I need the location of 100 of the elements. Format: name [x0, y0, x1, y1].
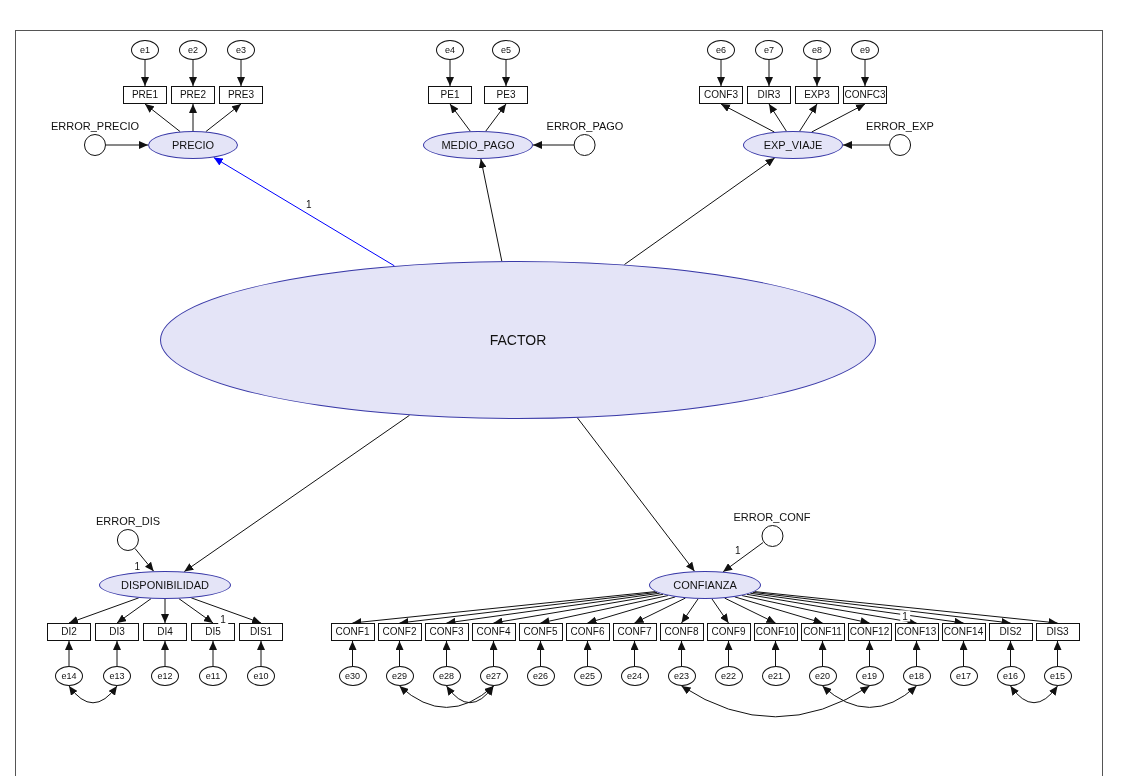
observed-variable-box: EXP3 [795, 86, 839, 104]
error-term-circle: e26 [526, 666, 555, 686]
covariance-arrow [399, 685, 494, 708]
path-arrow [630, 640, 639, 667]
path-arrow [717, 59, 725, 87]
path-arrow [485, 103, 507, 132]
path-arrow [449, 103, 471, 132]
observed-variable-box: CONF5 [518, 623, 563, 641]
path-arrow [861, 59, 869, 87]
path-arrow [536, 640, 545, 667]
error-term-circle: e29 [385, 666, 414, 686]
observed-variable-box: CONF14 [941, 623, 986, 641]
covariance-arrow [68, 685, 118, 704]
edge-label: 1 [900, 610, 910, 622]
path-arrow [734, 596, 823, 625]
path-arrow [502, 59, 510, 87]
disturbance-label: ERROR_DIS [93, 515, 163, 527]
path-arrow [205, 103, 242, 133]
path-arrow [677, 640, 686, 667]
path-arrow [442, 640, 451, 667]
path-arrow [583, 640, 592, 667]
error-term-circle: e20 [808, 666, 837, 686]
observed-variable-box: CONF6 [565, 623, 610, 641]
path-arrow [711, 598, 729, 624]
error-term-circle: e10 [247, 666, 275, 686]
error-term-circle: e16 [996, 666, 1025, 686]
path-arrow [189, 103, 197, 132]
path-arrow [105, 141, 149, 149]
observed-variable-box: CONFC3 [843, 86, 887, 104]
observed-variable-box: PE3 [484, 86, 528, 104]
path-arrow [741, 595, 870, 625]
error-term-circle: e17 [949, 666, 978, 686]
observed-variable-box: CONF3 [699, 86, 743, 104]
path-arrow [395, 640, 404, 667]
path-arrow [540, 595, 669, 625]
error-term-circle: e5 [492, 40, 520, 60]
observed-variable-box: DI5 [191, 623, 235, 641]
path-arrow [257, 640, 265, 667]
path-arrow [799, 103, 818, 132]
observed-variable-box: DIS3 [1035, 623, 1080, 641]
observed-variable-box: CONF12 [847, 623, 892, 641]
observed-variable-box: PRE3 [219, 86, 263, 104]
covariance-arrow [822, 685, 917, 708]
error-term-circle: e9 [851, 40, 879, 60]
path-arrow [771, 640, 780, 667]
observed-variable-box: CONF11 [800, 623, 845, 641]
path-arrow [183, 414, 411, 573]
error-term-circle: e30 [338, 666, 367, 686]
error-term-circle: e15 [1043, 666, 1072, 686]
observed-variable-box: CONF2 [377, 623, 422, 641]
path-arrow [141, 59, 149, 87]
path-arrow [144, 103, 181, 133]
error-term-circle: e21 [761, 666, 790, 686]
path-arrow [842, 141, 890, 149]
error-term-circle: e19 [855, 666, 884, 686]
disturbance-label: ERROR_PAGO [544, 120, 626, 132]
path-arrow [1006, 640, 1015, 667]
path-arrow [912, 640, 921, 667]
error-term-circle: e28 [432, 666, 461, 686]
edge-label: 1 [733, 544, 743, 556]
path-arrow [478, 158, 503, 262]
path-arrow [489, 640, 498, 667]
observed-variable-box: CONF7 [612, 623, 657, 641]
error-term-circle: e7 [755, 40, 783, 60]
path-arrow [813, 59, 821, 87]
latent-variable-ellipse: CONFIANZA [649, 571, 761, 599]
observed-variable-box: CONF4 [471, 623, 516, 641]
latent-variable-ellipse: DISPONIBILIDAD [99, 571, 231, 599]
disturbance-label: ERROR_EXP [864, 120, 936, 132]
error-term-circle: e6 [707, 40, 735, 60]
path-arrow [134, 548, 155, 572]
edge-label: 1 [218, 613, 228, 625]
observed-variable-box: CONF1 [330, 623, 375, 641]
covariance-arrow [446, 685, 494, 704]
error-term-circle: e22 [714, 666, 743, 686]
covariance-arrow [681, 685, 870, 718]
disturbance-label: ERROR_CONF [731, 511, 813, 523]
observed-variable-box: CONF3 [424, 623, 469, 641]
latent-variable-ellipse: MEDIO_PAGO [423, 131, 533, 159]
observed-variable-box: DI3 [95, 623, 139, 641]
observed-variable-box: CONF9 [706, 623, 751, 641]
error-term-circle: e13 [103, 666, 131, 686]
error-term-circle: e27 [479, 666, 508, 686]
observed-variable-box: CONF13 [894, 623, 939, 641]
path-arrow [722, 542, 764, 573]
latent-factor-ellipse: FACTOR [160, 261, 876, 419]
error-term-circle: e18 [902, 666, 931, 686]
error-term-circle: e4 [436, 40, 464, 60]
observed-variable-box: DIS1 [239, 623, 283, 641]
path-arrow [724, 640, 733, 667]
path-arrow [532, 141, 575, 149]
path-arrow [865, 640, 874, 667]
path-arrow [237, 59, 245, 87]
path-arrow [768, 103, 787, 132]
error-term-circle: e24 [620, 666, 649, 686]
observed-variable-box: DI2 [47, 623, 91, 641]
latent-variable-ellipse: PRECIO [148, 131, 238, 159]
error-term-circle: e23 [667, 666, 696, 686]
path-arrow [189, 59, 197, 87]
error-term-circle: e14 [55, 666, 83, 686]
